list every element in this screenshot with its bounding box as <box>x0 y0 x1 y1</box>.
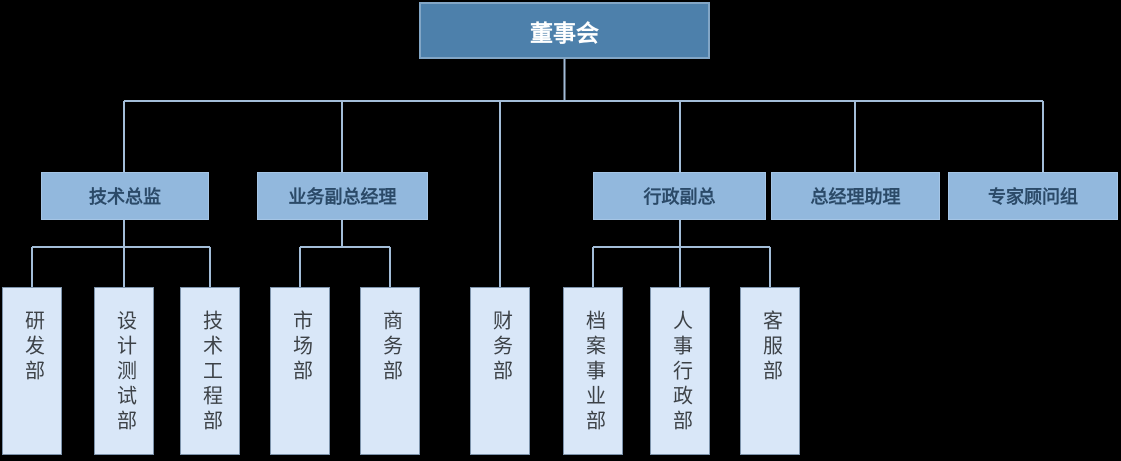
node-customer-service-dept: 客服部 <box>740 287 800 455</box>
node-archives-dept-label: 档案事业部 <box>582 310 605 435</box>
node-business-deputy-gm: 业务副总经理 <box>257 172 428 220</box>
node-archives-dept: 档案事业部 <box>563 287 623 455</box>
node-gm-assistant: 总经理助理 <box>771 172 940 220</box>
node-board: 董事会 <box>419 2 710 59</box>
node-admin-deputy-label: 行政副总 <box>643 187 716 207</box>
node-hr-admin-dept-label: 人事行政部 <box>669 310 692 435</box>
node-marketing-dept: 市场部 <box>270 287 330 455</box>
node-customer-service-dept-label: 客服部 <box>759 310 782 385</box>
node-commerce-dept-label: 商务部 <box>379 310 402 385</box>
node-marketing-dept-label: 市场部 <box>289 310 312 385</box>
node-rnd-dept: 研发部 <box>2 287 62 455</box>
node-gm-assistant-label: 总经理助理 <box>810 187 901 207</box>
node-tech-engineering-dept-label: 技术工程部 <box>199 310 222 435</box>
node-expert-advisors-label: 专家顾问组 <box>988 187 1078 207</box>
node-design-test-dept-label: 设计测试部 <box>113 310 136 435</box>
node-rnd-dept-label: 研发部 <box>21 310 44 385</box>
connector-lines-path <box>31 59 1044 289</box>
node-tech-director-label: 技术总监 <box>89 187 161 207</box>
node-board-label: 董事会 <box>530 19 599 46</box>
node-business-deputy-gm-label: 业务副总经理 <box>288 187 397 207</box>
node-commerce-dept: 商务部 <box>360 287 420 455</box>
node-tech-engineering-dept: 技术工程部 <box>180 287 240 455</box>
node-expert-advisors: 专家顾问组 <box>948 172 1118 220</box>
node-finance-dept-label: 财务部 <box>489 310 512 385</box>
node-design-test-dept: 设计测试部 <box>94 287 154 455</box>
node-hr-admin-dept: 人事行政部 <box>650 287 710 455</box>
node-finance-dept: 财务部 <box>470 287 530 455</box>
node-tech-director: 技术总监 <box>41 172 209 220</box>
node-admin-deputy: 行政副总 <box>593 172 766 220</box>
